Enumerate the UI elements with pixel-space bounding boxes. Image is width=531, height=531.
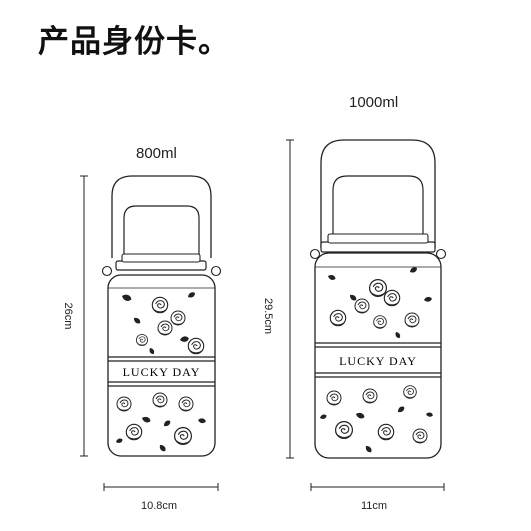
width-label-large: 11cm [361, 500, 388, 512]
height-label-large: 29.5cm [262, 297, 274, 335]
dimension-lines [80, 139, 445, 491]
capacity-label-small: 800ml [136, 145, 177, 162]
height-label-small: 26cm [62, 302, 74, 330]
width-label-small: 10.8cm [141, 500, 178, 512]
page-title: 产品身份卡。 [38, 24, 230, 60]
bottle-label-small: LUCKY DAY [122, 365, 201, 379]
capacity-label-large: 1000ml [349, 94, 399, 111]
bottle-label-large: LUCKY DAY [339, 354, 417, 368]
small-bottle [101, 175, 222, 457]
large-bottle [309, 139, 447, 459]
